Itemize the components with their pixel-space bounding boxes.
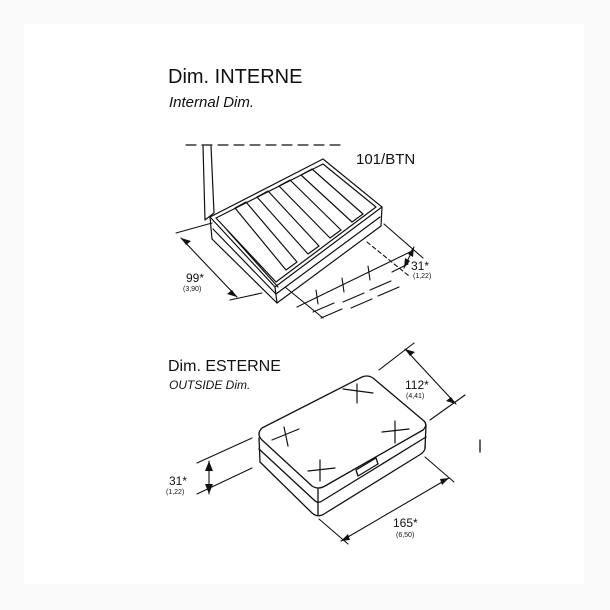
int-height-imperial: (1,22)	[413, 273, 432, 280]
ext-width-value: 165*	[393, 516, 418, 530]
dividers	[234, 168, 364, 271]
int-depth-value: 99*	[186, 271, 205, 285]
box-bottom-edges	[259, 445, 426, 517]
lid-edge	[202, 145, 215, 221]
box-base-lip	[212, 216, 381, 295]
int-height-value: 31*	[411, 259, 430, 273]
lid-top	[258, 375, 427, 489]
closed-box-drawing	[258, 375, 481, 517]
external-title: Dim. ESTERNE	[168, 358, 281, 375]
ext-depth-imperial: (4,41)	[406, 393, 425, 400]
box-rim-inner	[215, 163, 377, 283]
ext-width-imperial: (6,50)	[396, 532, 415, 539]
box-seam	[258, 436, 427, 503]
box-edge-front	[274, 286, 278, 304]
spacing-marks	[284, 251, 411, 319]
ext-depth-dimension	[378, 342, 466, 421]
ext-height-imperial: (1,22)	[166, 489, 185, 496]
latch	[355, 457, 379, 477]
open-box-drawing	[185, 144, 383, 304]
lid-feet	[271, 383, 410, 482]
ext-height-value: 31*	[169, 474, 188, 488]
ext-height-dimension	[196, 437, 253, 495]
ext-width-dimension	[318, 456, 455, 545]
box-edge-right	[380, 206, 383, 227]
internal-title: Dim. INTERNE	[168, 66, 303, 88]
int-height-dimension	[366, 223, 424, 277]
int-depth-imperial: (3,90)	[183, 286, 202, 293]
external-subtitle: OUTSIDE Dim.	[169, 378, 251, 392]
floor-line	[226, 229, 279, 288]
int-depth-dimension	[175, 222, 263, 301]
internal-subtitle: Internal Dim.	[169, 94, 255, 111]
ext-depth-value: 112*	[405, 378, 429, 392]
box-edge-left	[209, 216, 213, 240]
box-edge-right	[424, 424, 427, 449]
model-code: 101/BTN	[356, 151, 416, 168]
box-bottom-edges	[211, 225, 382, 304]
